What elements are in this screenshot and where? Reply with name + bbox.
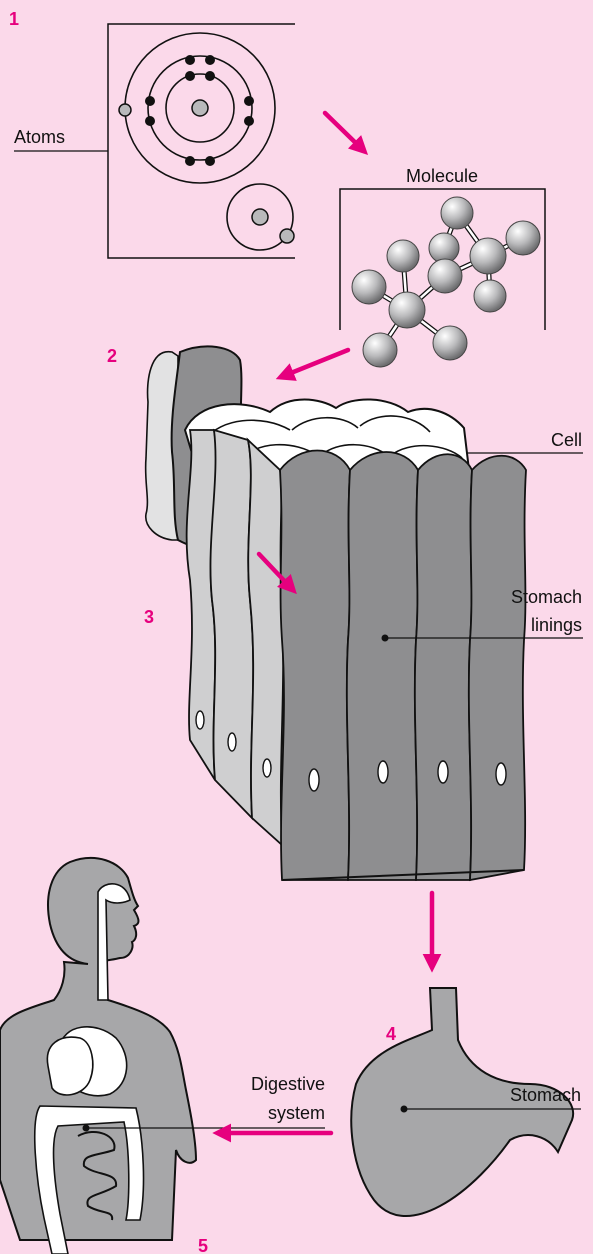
nucleus (192, 100, 208, 116)
label-atoms: Atoms (14, 127, 65, 147)
arrow-molecule-to-cell (281, 350, 348, 377)
label-stomach-linings-line2: linings (531, 615, 582, 635)
step-number-1: 1 (9, 9, 19, 29)
label-stomach: Stomach (510, 1085, 581, 1105)
arrow-atoms-to-molecule (325, 113, 364, 151)
digestive-system-group (0, 858, 325, 1254)
label-stomach-linings-line1: Stomach (511, 587, 582, 607)
small-atom (227, 184, 294, 250)
label-digestive-line1: Digestive (251, 1074, 325, 1094)
label-molecule: Molecule (406, 166, 478, 186)
step-number-3: 3 (144, 607, 154, 627)
stomach-linings-group (185, 399, 583, 880)
molecule-atoms (352, 197, 540, 367)
liver (47, 1037, 92, 1095)
molecule-group (340, 189, 545, 367)
step-number-5: 5 (198, 1236, 208, 1254)
label-cell: Cell (551, 430, 582, 450)
step-number-2: 2 (107, 346, 117, 366)
step-number-4: 4 (386, 1024, 396, 1044)
large-atom (119, 33, 275, 183)
label-digestive-line2: system (268, 1103, 325, 1123)
